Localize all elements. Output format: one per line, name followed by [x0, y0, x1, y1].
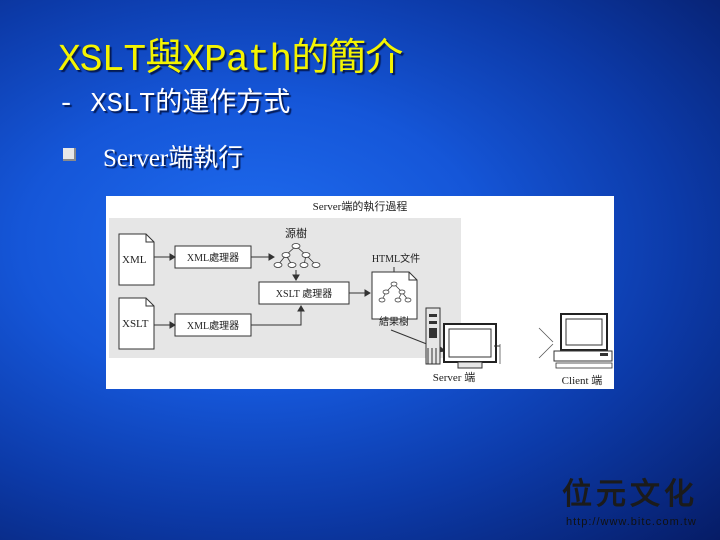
publisher-logo: 位元文化 http://www.bitc.com.tw [548, 478, 708, 534]
xml-processor-label-2: XML處理器 [187, 319, 239, 332]
bullet-square-icon [63, 148, 76, 161]
client-computer-icon [554, 314, 612, 368]
xslt-doc-label: XSLT [122, 318, 149, 330]
source-tree-label: 源樹 [285, 226, 307, 240]
server-process-diagram: Server端的執行過程 XML XSLT XML處理器 XML處理器 源樹 [106, 196, 614, 389]
bullet-text: Server端執行 [103, 138, 243, 174]
server-label: Server 端 [433, 371, 475, 384]
html-document-label: HTML文件 [372, 252, 420, 265]
result-document-icon [372, 272, 417, 319]
slide-subtitle: - XSLT的運作方式 [58, 80, 290, 120]
xml-processor-label-1: XML處理器 [187, 251, 239, 264]
logo-url: http://www.bitc.com.tw [566, 516, 697, 528]
client-label: Client 端 [562, 374, 603, 387]
server-computer-icon [426, 308, 500, 368]
logo-name: 位元文化 [562, 478, 712, 512]
xslt-processor-label: XSLT 處理器 [276, 287, 332, 300]
diagram-title: Server端的執行過程 [313, 199, 408, 213]
slide-title: XSLT與XPath的簡介 [58, 26, 402, 82]
result-tree-label: 結果樹 [379, 315, 409, 328]
xml-doc-label: XML [122, 254, 147, 266]
